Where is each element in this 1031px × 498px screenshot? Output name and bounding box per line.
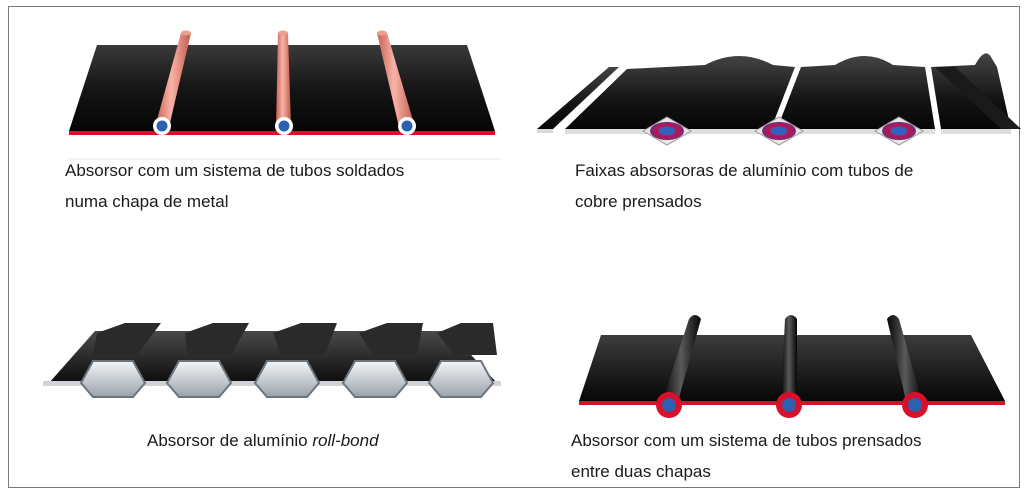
caption-line: Faixas absorsoras de alumínio com tubos … (575, 161, 914, 180)
absorber-strip (565, 56, 795, 129)
roll-bond-channel (341, 323, 423, 398)
caption-pressed-tubes: Absorsor com um sistema de tubos prensad… (571, 425, 922, 487)
panel-roll-bond: Absorsor de alumínio roll-bond (9, 247, 515, 489)
panel-welded-tubes: Absorsor com um sistema de tubos soldado… (9, 7, 515, 247)
figure-frame: Absorsor com um sistema de tubos soldado… (8, 6, 1021, 489)
panel-aluminium-strips: Faixas absorsoras de alumínio com tubos … (515, 7, 1021, 247)
roll-bond-channel (253, 323, 337, 398)
pressed-tube (776, 315, 802, 418)
aluminium-strips-absorber-illustration (537, 53, 1021, 146)
caption-text: Absorsor de alumínio (147, 431, 313, 450)
welded-tubes-absorber-illustration (69, 30, 501, 160)
pressed-tube (887, 315, 928, 418)
pressed-copper-tube (754, 116, 804, 146)
pressed-copper-tube (642, 116, 692, 146)
panel-pressed-tubes: Absorsor com um sistema de tubos prensad… (515, 247, 1021, 489)
pressed-tubes-absorber-illustration (579, 315, 1005, 418)
roll-bond-channel (165, 323, 249, 398)
caption-aluminium-strips: Faixas absorsoras de alumínio com tubos … (575, 155, 913, 217)
roll-bond-absorber-illustration (43, 323, 501, 398)
absorber-strip (777, 56, 935, 129)
pressed-copper-tube (874, 116, 924, 146)
caption-line: cobre prensados (575, 192, 702, 211)
roll-bond-channel (79, 323, 161, 398)
caption-welded-tubes: Absorsor com um sistema de tubos soldado… (65, 155, 404, 217)
caption-line: entre duas chapas (571, 462, 711, 481)
caption-line: Absorsor com um sistema de tubos soldado… (65, 161, 405, 180)
welded-tube (377, 30, 416, 135)
caption-italic-term: roll-bond (312, 431, 379, 450)
caption-line: Absorsor com um sistema de tubos prensad… (571, 431, 922, 450)
caption-roll-bond: Absorsor de alumínio roll-bond (147, 425, 379, 456)
absorber-strip (537, 67, 619, 129)
welded-tube (275, 30, 293, 135)
absorber-strip (935, 67, 1021, 129)
welded-tube (153, 30, 191, 135)
caption-line: numa chapa de metal (65, 192, 229, 211)
pressed-tube (656, 315, 701, 418)
roll-bond-channel (427, 323, 497, 398)
